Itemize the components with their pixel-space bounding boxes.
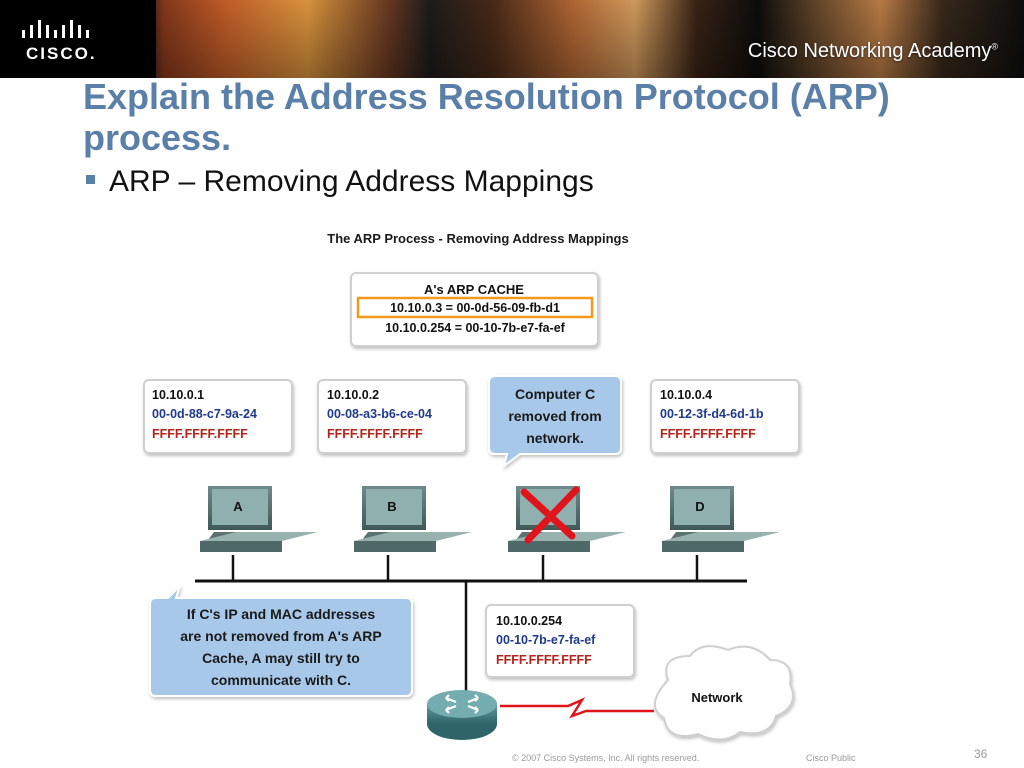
host-info-box-a: 10.10.0.1 00-0d-88-c7-9a-24 FFFF.FFFF.FF… <box>143 379 293 454</box>
host-mac: 00-0d-88-c7-9a-24 <box>152 407 257 421</box>
cisco-wordmark: CISCO. <box>26 44 97 63</box>
router-icon[interactable] <box>427 690 497 740</box>
router-mac: 00-10-7b-e7-fa-ef <box>496 633 596 647</box>
page-number: 36 <box>974 747 988 761</box>
host-ip: 10.10.0.4 <box>660 388 712 402</box>
copyright-text: © 2007 Cisco Systems, Inc. All rights re… <box>512 753 700 763</box>
host-broadcast: FFFF.FFFF.FFFF <box>152 427 248 441</box>
computer-b[interactable]: B <box>354 486 472 552</box>
computer-label: B <box>387 499 396 514</box>
cisco-bars-icon <box>22 20 89 38</box>
host-broadcast: FFFF.FFFF.FFFF <box>660 427 756 441</box>
host-ip: 10.10.0.1 <box>152 388 204 402</box>
title-line-1: Explain the Address Resolution Protocol … <box>83 76 890 117</box>
note-callout: If C's IP and MAC addresses are not remo… <box>149 585 413 697</box>
computer-a[interactable]: A <box>200 486 318 552</box>
title-line-2: process. <box>83 117 232 158</box>
bullet-item: ARP – Removing Address Mappings <box>86 165 594 199</box>
router-broadcast: FFFF.FFFF.FFFF <box>496 653 592 667</box>
note-line: If C's IP and MAC addresses <box>187 606 375 622</box>
banner-photo-strip <box>0 0 1024 78</box>
computer-d[interactable]: D <box>662 486 780 552</box>
removed-x-icon <box>520 486 580 544</box>
academy-title: Cisco Networking Academy® <box>747 40 998 62</box>
arp-cache-row: 10.10.0.3 = 00-0d-56-09-fb-d1 <box>390 301 560 315</box>
arp-entry-highlight <box>356 296 594 319</box>
host-mac: 00-12-3f-d4-6d-1b <box>660 407 764 421</box>
computer-label: A <box>233 499 243 514</box>
host-broadcast: FFFF.FFFF.FFFF <box>327 427 423 441</box>
note-line: Cache, A may still try to <box>202 650 360 666</box>
removed-callout-line: Computer C <box>515 386 595 402</box>
router-ip: 10.10.0.254 <box>496 614 562 628</box>
host-info-box-d: 10.10.0.4 00-12-3f-d4-6d-1b FFFF.FFFF.FF… <box>650 379 800 454</box>
bullet-text: ARP – Removing Address Mappings <box>109 165 594 198</box>
computer-label: D <box>695 499 704 514</box>
arp-cache-box: A's ARP CACHE 10.10.0.3 = 00-0d-56-09-fb… <box>350 272 599 347</box>
router-info-box: 10.10.0.254 00-10-7b-e7-fa-ef FFFF.FFFF.… <box>485 604 635 678</box>
note-line: are not removed from A's ARP <box>180 628 381 644</box>
removed-callout: Computer C removed from network. <box>488 375 622 469</box>
slide-title: Explain the Address Resolution Protocol … <box>83 76 1003 158</box>
removed-callout-line: removed from <box>508 408 601 424</box>
classification-text: Cisco Public <box>806 753 856 763</box>
network-label: Network <box>691 690 743 705</box>
diagram-title: The ARP Process - Removing Address Mappi… <box>327 231 628 246</box>
header-banner: CISCO. Cisco Networking Academy® <box>0 0 1024 78</box>
cisco-logo: CISCO. <box>0 0 156 78</box>
removed-callout-line: network. <box>526 430 584 446</box>
host-ip: 10.10.0.2 <box>327 388 379 402</box>
arp-cache-row: 10.10.0.254 = 00-10-7b-e7-fa-ef <box>385 321 565 335</box>
bullet-square-icon <box>86 174 95 184</box>
host-mac: 00-08-a3-b6-ce-04 <box>327 407 432 421</box>
note-line: communicate with C. <box>211 672 351 688</box>
computer-c-removed[interactable] <box>508 486 626 552</box>
host-info-box-b: 10.10.0.2 00-08-a3-b6-ce-04 FFFF.FFFF.FF… <box>317 379 467 454</box>
arp-cache-heading: A's ARP CACHE <box>424 282 524 297</box>
wan-link <box>500 697 654 719</box>
network-cloud: Network <box>654 645 794 741</box>
